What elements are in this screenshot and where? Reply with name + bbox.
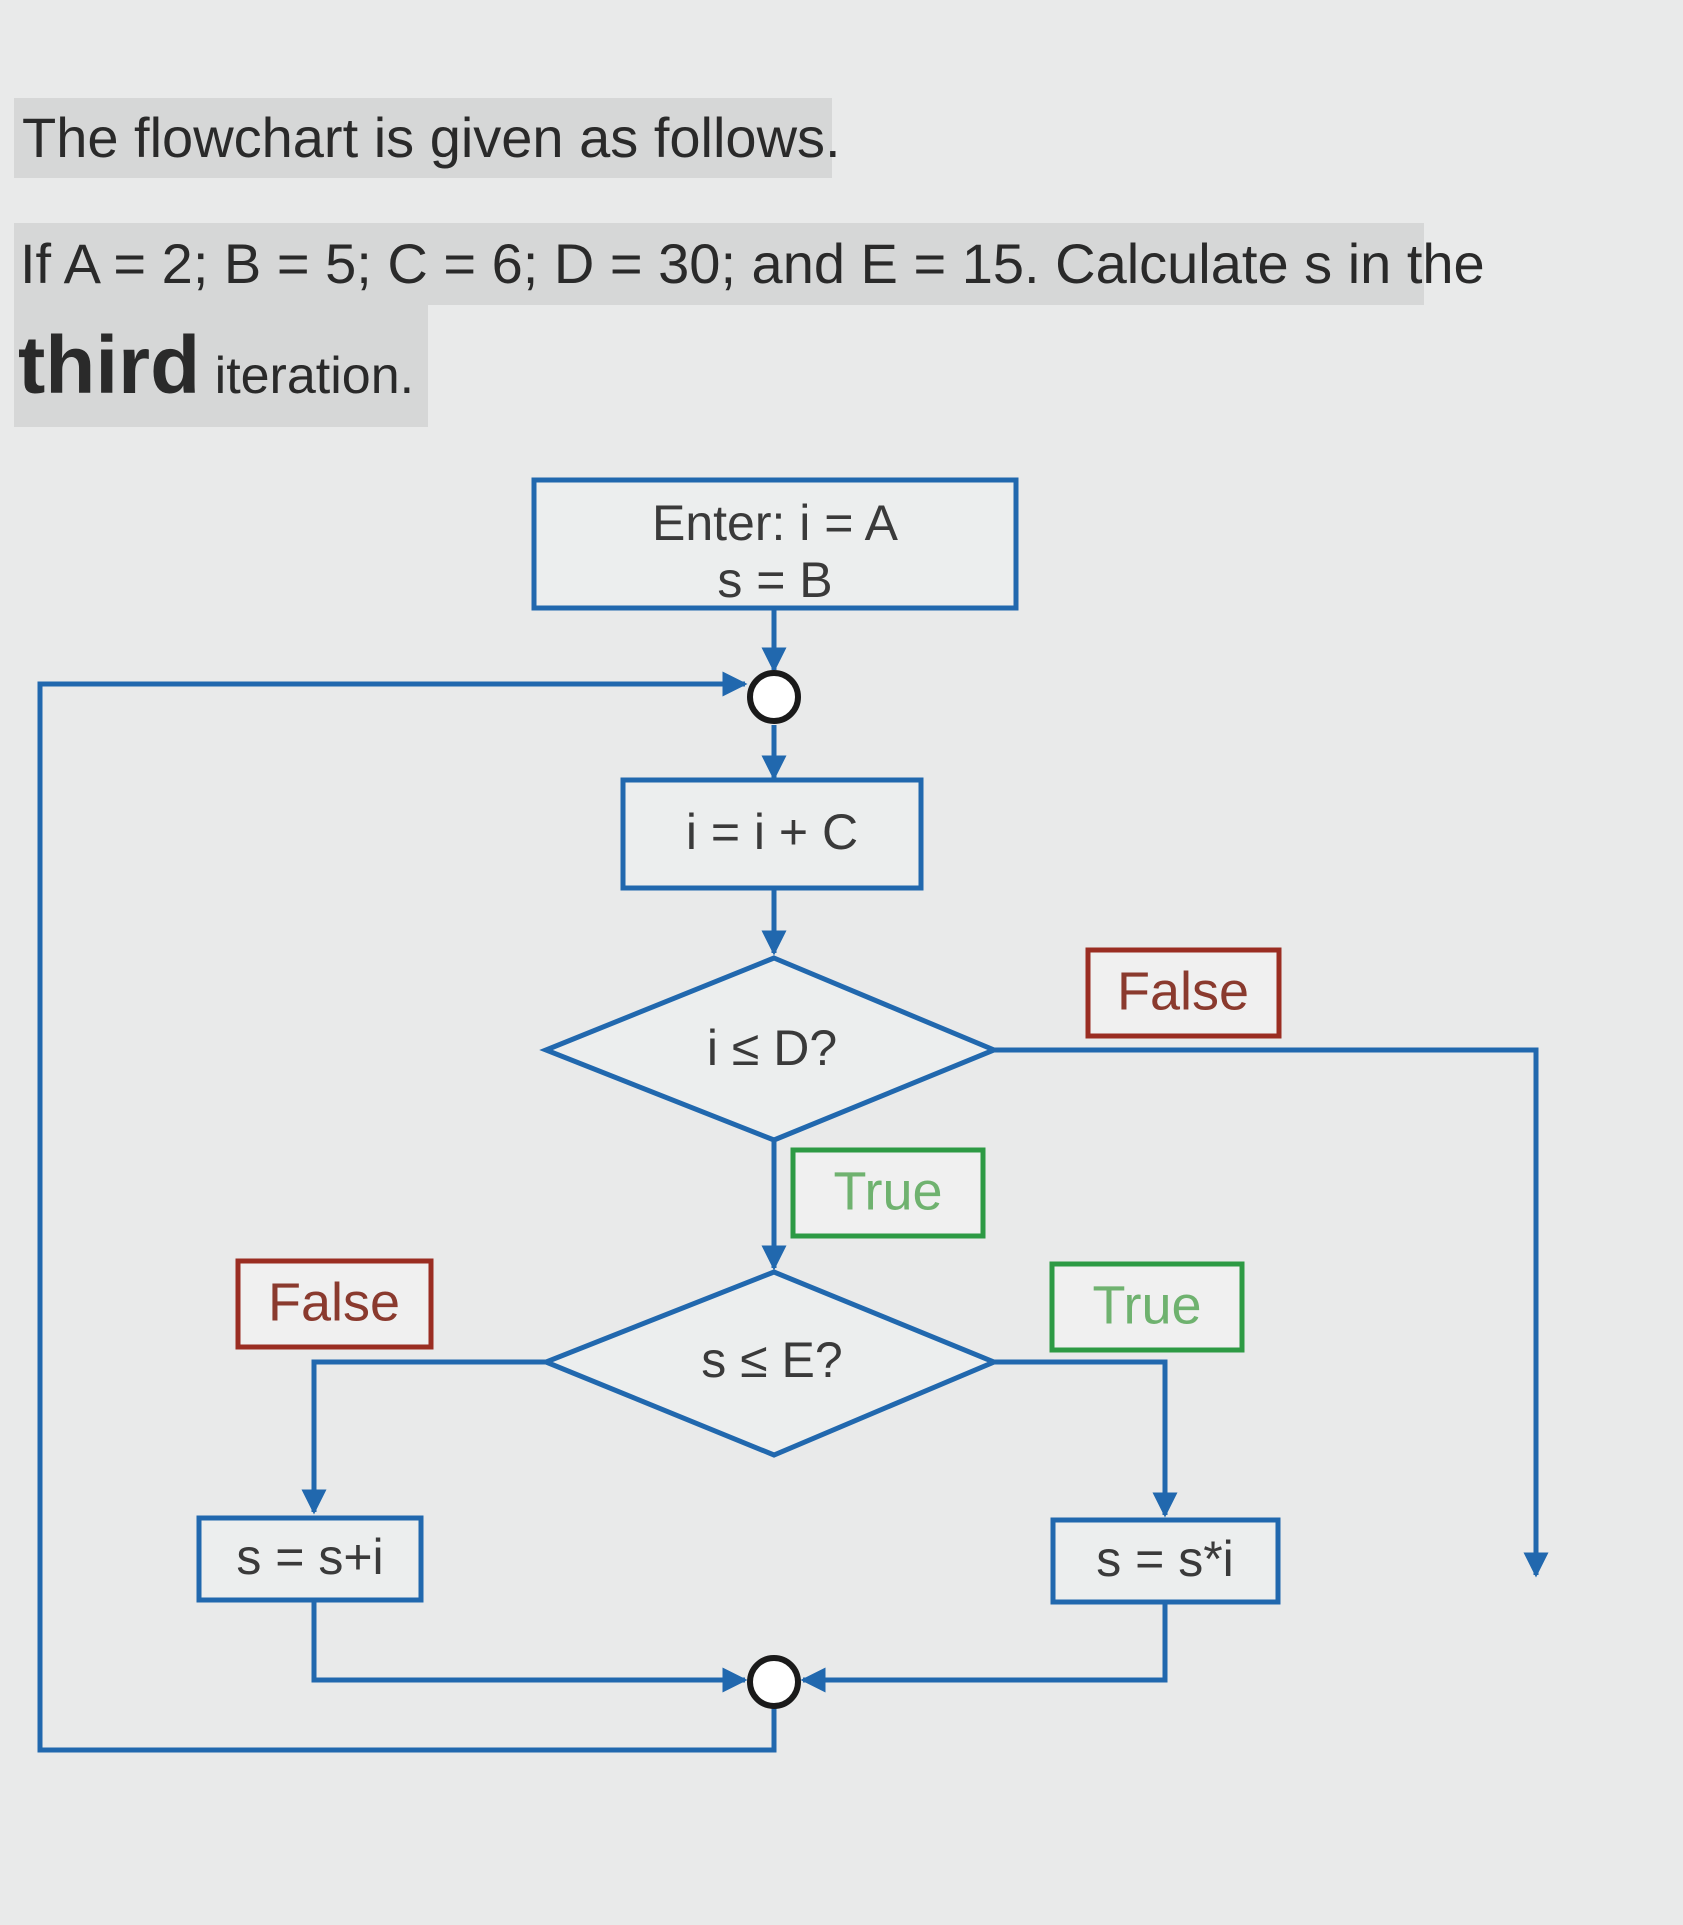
true-label-1: True	[833, 1161, 942, 1221]
false-label-1: False	[1117, 961, 1249, 1021]
flow-decision2-false-branch	[301, 1359, 546, 1515]
decision-2-text: s ≤ E?	[701, 1332, 842, 1388]
question-line-1: The flowchart is given as follows.	[14, 98, 841, 178]
start-text-line-2: s = B	[717, 552, 832, 608]
question-emphasis: third	[18, 320, 201, 411]
flow-mult-to-merge	[800, 1602, 1168, 1693]
increment-box	[620, 777, 924, 891]
flow-decision1-false-exit	[994, 1047, 1549, 1578]
flow-decision2-true-branch	[994, 1359, 1178, 1518]
increment-text: i = i + C	[686, 804, 858, 860]
add-box	[196, 1515, 424, 1603]
false-tag-decision-2	[235, 1258, 434, 1350]
question-line-3: third iteration.	[14, 305, 428, 427]
decision-s-le-e	[539, 1269, 1001, 1458]
flow-add-to-merge	[311, 1600, 748, 1693]
add-text: s = s+i	[236, 1529, 383, 1585]
flow-loop-back	[37, 671, 777, 1753]
mult-text: s = s*i	[1096, 1531, 1234, 1587]
true-label-2: True	[1092, 1275, 1201, 1335]
true-tag-decision-1	[790, 1147, 986, 1239]
false-tag-decision-1	[1085, 947, 1282, 1039]
start-box	[531, 477, 1019, 611]
decision-1-text: i ≤ D?	[707, 1020, 837, 1076]
question-text-3: iteration.	[200, 347, 415, 405]
join-connector	[747, 670, 801, 724]
mult-box	[1050, 1517, 1281, 1605]
true-tag-decision-2	[1049, 1261, 1245, 1353]
merge-connector	[747, 1655, 801, 1709]
decision-i-le-d	[539, 955, 1001, 1143]
start-text-line-1: Enter: i = A	[652, 495, 899, 551]
false-label-2: False	[268, 1272, 400, 1332]
question-text-2: If A = 2; B = 5; C = 6; D = 30; and E = …	[20, 232, 1485, 295]
question-text-1: The flowchart is given as follows.	[22, 106, 841, 169]
question-line-2: If A = 2; B = 5; C = 6; D = 30; and E = …	[14, 223, 1485, 305]
